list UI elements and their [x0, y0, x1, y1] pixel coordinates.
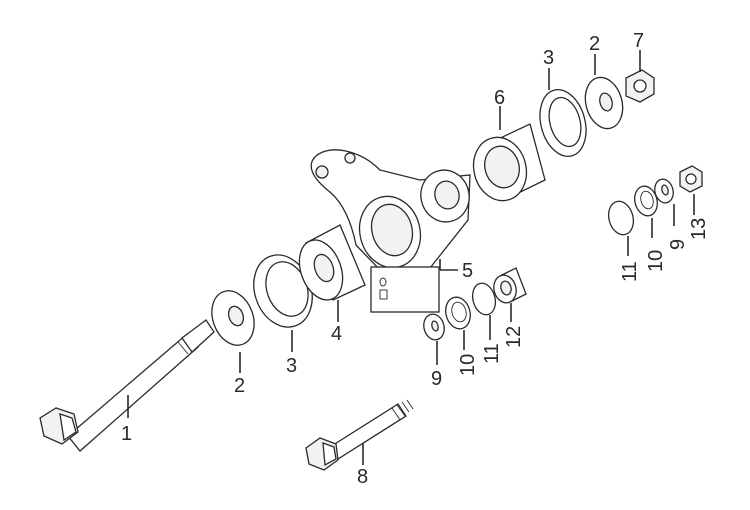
part-7-nut — [625, 69, 655, 103]
part-4-bushing — [298, 224, 366, 301]
callout-11-left: 11 — [481, 343, 503, 364]
part-9-washer-right — [654, 178, 674, 204]
part-2-washer-left — [211, 290, 255, 346]
callout-11-right: 11 — [619, 261, 641, 282]
part-2-washer-right — [584, 76, 624, 130]
callout-12: 12 — [503, 326, 525, 348]
part-12-bearing — [493, 267, 527, 304]
callout-6: 6 — [494, 87, 505, 109]
part-13-nut — [679, 165, 703, 193]
part-5-rocker-arm — [310, 149, 471, 313]
callout-10-right: 10 — [645, 250, 667, 272]
callout-8: 8 — [357, 466, 368, 488]
callout-3-left: 3 — [286, 355, 297, 377]
part-11-ring-left — [471, 282, 497, 316]
callout-7: 7 — [633, 30, 644, 52]
callout-4: 4 — [331, 323, 342, 345]
part-1-long-bolt — [39, 319, 215, 452]
callout-10-left: 10 — [457, 354, 479, 376]
callout-labels: 1 2 2 3 3 4 5 6 7 8 9 9 10 10 11 11 12 1… — [121, 30, 710, 488]
callout-9-left: 9 — [431, 368, 442, 390]
part-10-seal-left — [445, 296, 471, 330]
part-9-washer-left — [423, 313, 445, 341]
callout-5: 5 — [462, 260, 473, 282]
part-10-seal-right — [634, 185, 658, 217]
callout-2-right: 2 — [589, 33, 600, 55]
callout-3-right: 3 — [543, 47, 554, 69]
part-3-seal-right — [539, 89, 587, 157]
leader-lines — [127, 50, 695, 465]
callout-9-right: 9 — [667, 239, 689, 250]
callout-2-left: 2 — [234, 375, 245, 397]
part-3-seal-left — [253, 254, 313, 328]
callout-1: 1 — [121, 423, 132, 445]
part-6-needle-bearing — [472, 123, 546, 202]
part-11-ring-right — [607, 200, 635, 236]
part-8-short-bolt — [305, 399, 414, 471]
callout-13: 13 — [688, 218, 710, 240]
